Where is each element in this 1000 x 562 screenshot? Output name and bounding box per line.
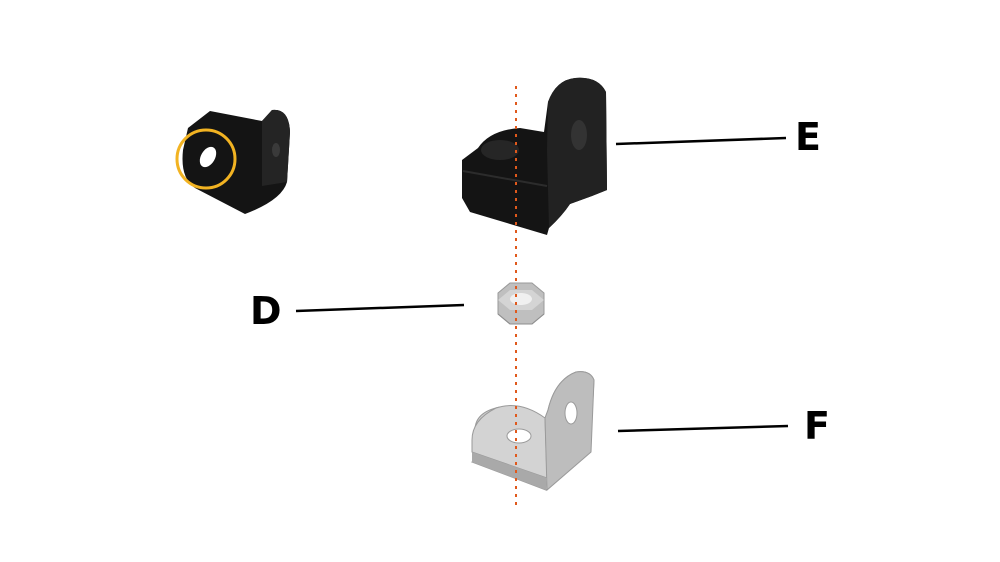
- part-f-bracket-icon: [470, 371, 595, 492]
- label-f: F: [804, 404, 830, 448]
- label-d: D: [250, 289, 282, 333]
- label-e: E: [795, 115, 821, 159]
- detail-bracket-icon: [175, 109, 290, 214]
- part-d-nut-icon: [497, 282, 545, 325]
- highlight-circle-icon: [175, 128, 237, 190]
- leader-line-d: [295, 303, 465, 313]
- leader-line-f: [617, 424, 789, 433]
- leader-line-e: [615, 136, 787, 146]
- part-e-bracket-icon: [462, 77, 607, 236]
